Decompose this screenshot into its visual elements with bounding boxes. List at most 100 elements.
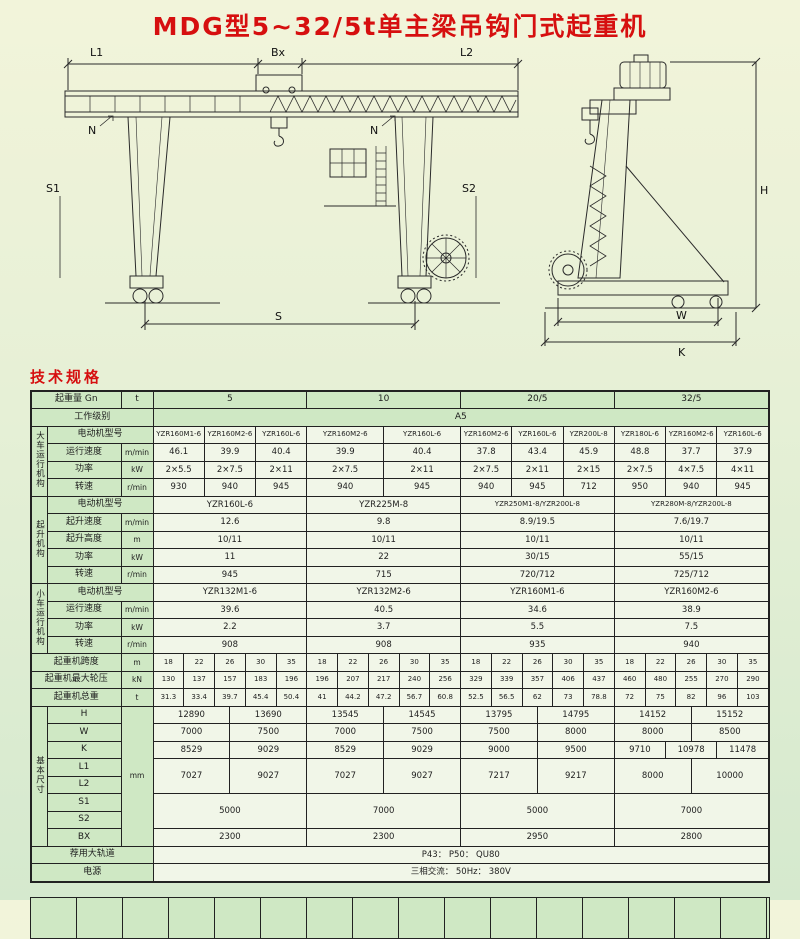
table-cell: m/min [120,443,154,462]
table-cell: 起升机构 [30,495,48,584]
table-cell: 26 [675,653,708,672]
table-cell: 13795 [460,705,538,724]
table-cell: 2×15 [562,460,615,479]
table-cell: 8529 [306,740,385,759]
table-cell: YZR160M2-6 [613,583,770,602]
table-cell: kW [120,548,154,567]
table-cell: 8000 [536,723,615,742]
table-cell: 3.7 [306,618,462,637]
table-cell: W [46,723,122,742]
table-cell: 945 [152,565,308,584]
table-cell: 35 [429,653,462,672]
table-cell: 157 [214,670,246,689]
table-cell: 82 [675,688,708,707]
table-cell: 5.5 [460,618,615,637]
table-cell: YZR160M2-6 [460,425,513,444]
table-cell: 39.7 [214,688,246,707]
table-cell: 9029 [229,740,308,759]
table-cell: 电动机型号 [46,583,154,602]
table-cell: 13545 [306,705,385,724]
table-cell: 78.8 [583,688,615,707]
table-cell: 大车运行机构 [30,425,48,497]
table-cell: 715 [306,565,462,584]
table-cell: 40.5 [306,600,462,619]
table-cell: YZR280M-8/YZR200L-8 [613,495,770,514]
table-cell: 10/11 [306,530,462,549]
table-cell: 电动机型号 [46,425,154,444]
table-cell: 2×11 [255,460,308,479]
crane-drawing: L1 Bx L2 N N S1 S2 S H W K [46,46,768,359]
table-cell: 30/15 [460,548,615,567]
table-cell: 52.5 [460,688,492,707]
table-cell: 48.8 [613,443,667,462]
table-row: 电源三相交流： 50Hz： 380V [30,863,770,882]
table-cell: YZR225M-8 [306,495,462,514]
table-cell: 小车运行机构 [30,583,48,654]
table-cell: 基本尺寸 [30,705,48,847]
table-cell: 20/5 [460,390,615,409]
table-cell: 22 [183,653,216,672]
table-cell: 11478 [716,740,770,759]
table-cell: 32/5 [613,390,770,409]
table-cell: 39.9 [306,443,385,462]
table-cell: 2300 [152,828,308,847]
table-cell: 712 [562,478,615,497]
table-cell: 8500 [690,723,770,742]
table-cell: 14795 [536,705,615,724]
table-cell: 240 [398,670,431,689]
table-cell: 22 [490,653,523,672]
table-cell: 9029 [383,740,462,759]
table-cell: 33.4 [183,688,216,707]
table-cell: 62 [521,688,554,707]
table-cell: YZR160L-6 [152,495,308,514]
page-title: MDG型5~32/5t单主梁吊钩门式起重机 [152,12,648,41]
table-cell: L2 [46,775,122,794]
table-cell: t [120,688,154,707]
table-cell: YZR250M1-8/YZR200L-8 [460,495,615,514]
table-cell: 40.4 [255,443,308,462]
table-cell: 功率 [46,548,122,567]
table-cell: 18 [306,653,339,672]
table-cell: 39.9 [203,443,257,462]
table-cell: 45.4 [244,688,277,707]
section-marker-n-right: N [370,124,378,137]
table-cell: 2×7.5 [203,460,257,479]
table-cell: 2950 [460,828,615,847]
table-cell: 功率 [46,460,122,479]
table-cell: 7027 [152,758,231,794]
table-cell: 7000 [152,723,231,742]
table-cell: 56.5 [490,688,523,707]
table-cell: t [120,390,154,409]
table-cell: 46.1 [152,443,205,462]
table-cell: 4×11 [716,460,770,479]
table-cell: 运行速度 [46,600,122,619]
table-cell: 357 [521,670,554,689]
table-cell: YZR160M1-6 [152,425,205,444]
dim-label-s2: S2 [462,182,476,195]
table-cell: 7.5 [613,618,770,637]
table-cell: YZR160L-6 [255,425,308,444]
table-cell: 电源 [30,863,154,882]
table-cell: 功率 [46,618,122,637]
table-cell: r/min [120,478,154,497]
table-cell: 44.2 [337,688,369,707]
table-cell: 10978 [665,740,718,759]
table-cell: 908 [152,635,308,654]
table-cell: m/min [120,513,154,532]
table-cell: 15152 [690,705,770,724]
crane-side-view [540,54,761,346]
table-cell: 945 [716,478,770,497]
table-cell: 339 [490,670,523,689]
table-cell: 7217 [460,758,538,794]
table-cell: 荐用大轨道 [30,845,154,864]
table-cell: 10/11 [152,530,308,549]
table-cell: 103 [736,688,770,707]
